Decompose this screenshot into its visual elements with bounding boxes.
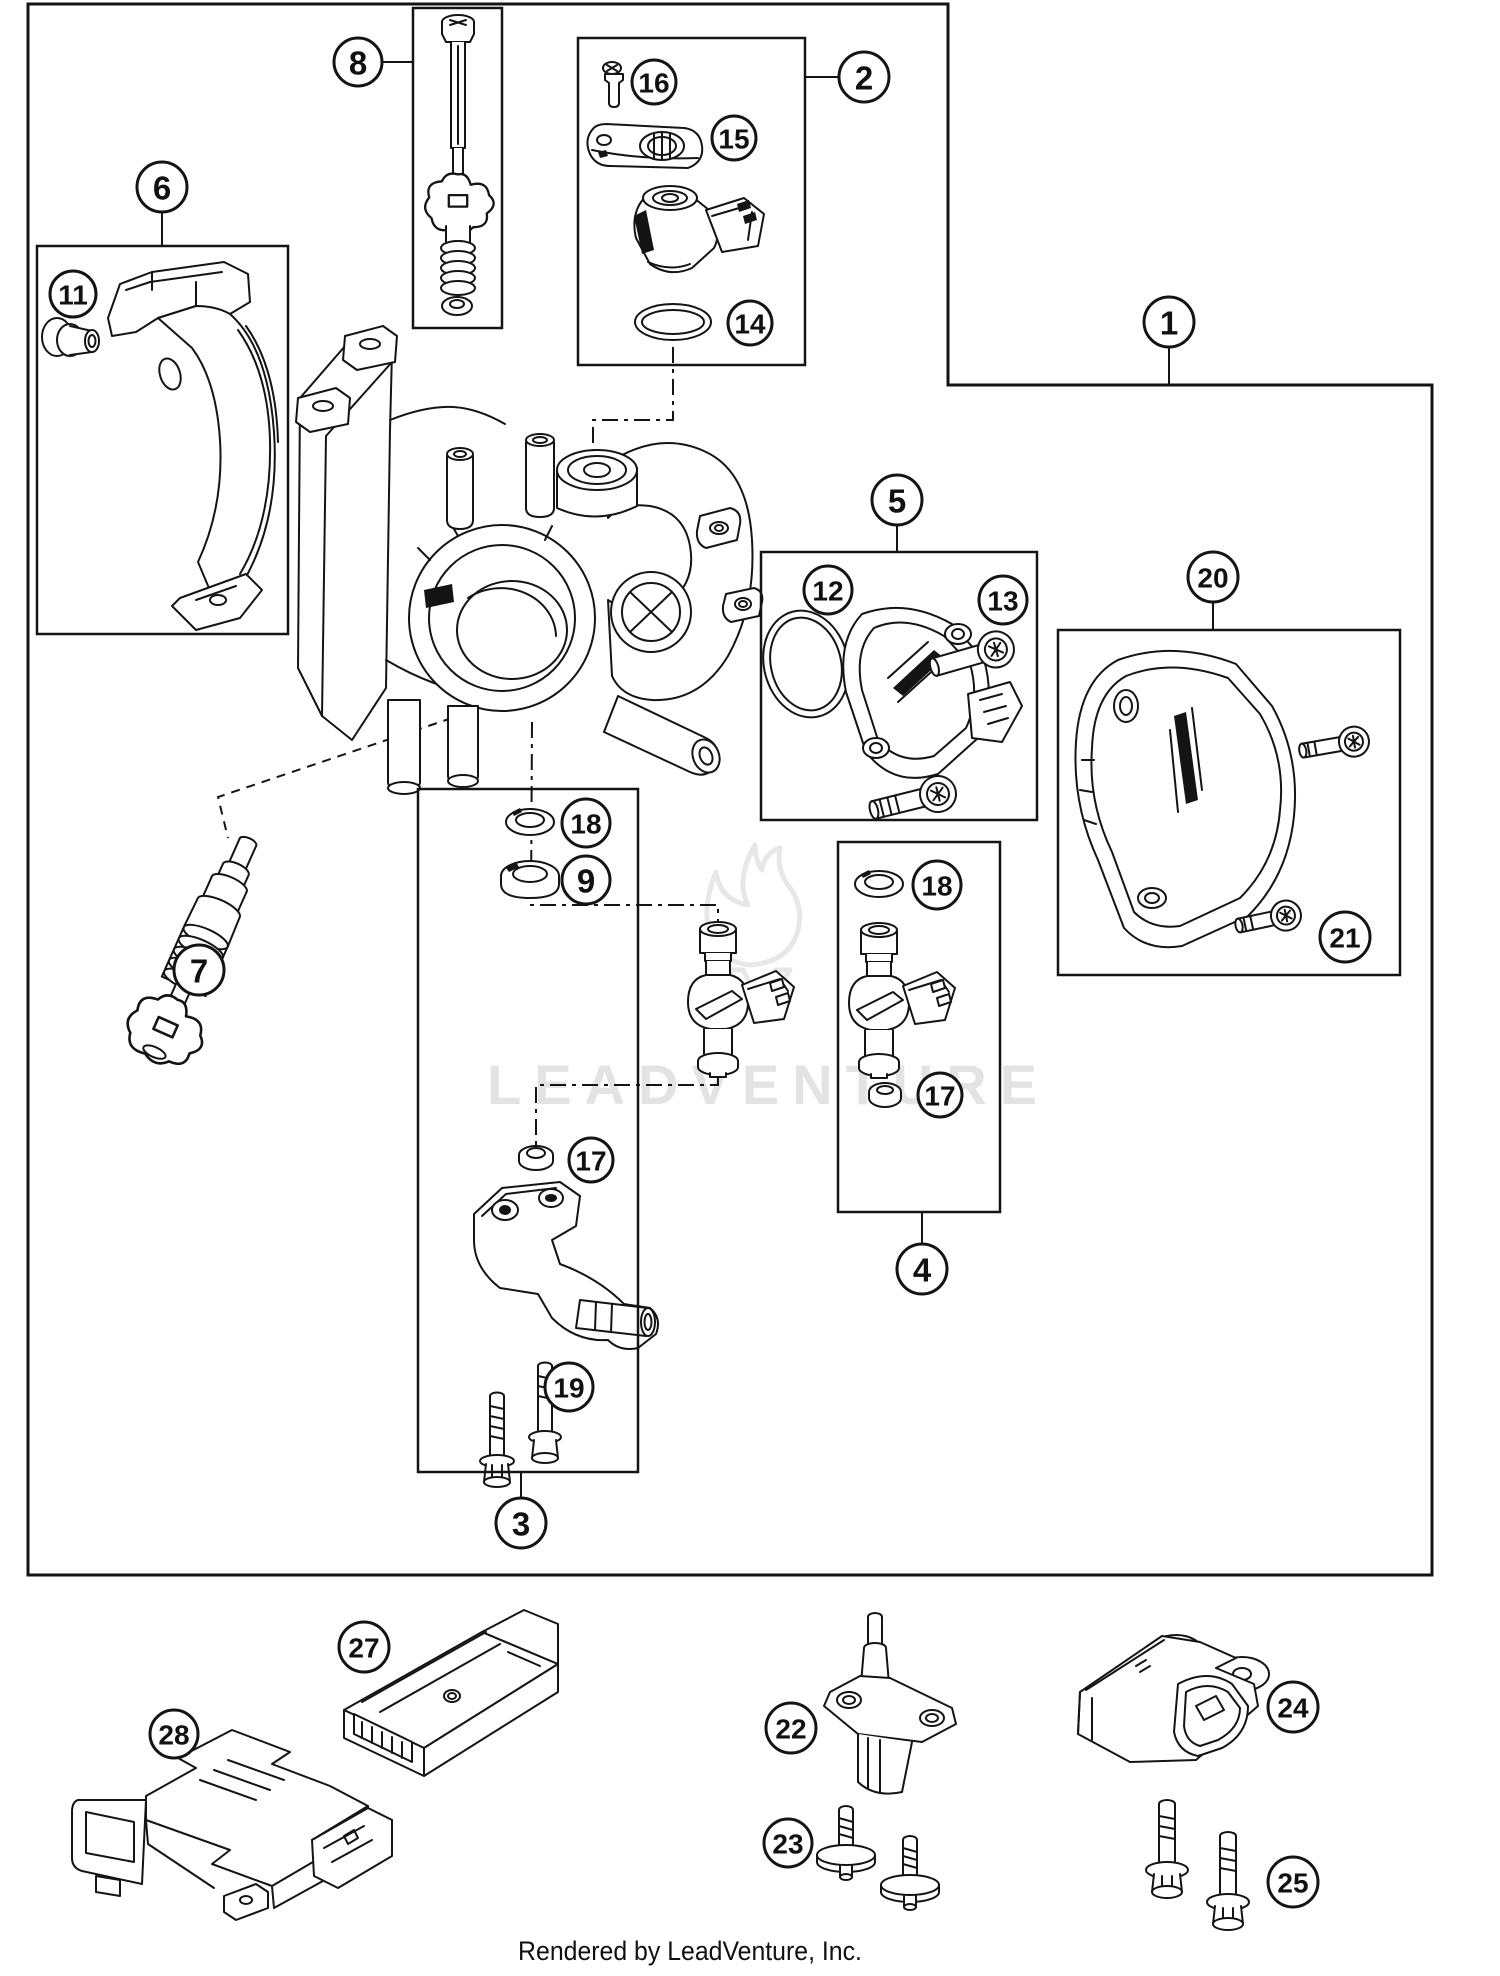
- callout-28[interactable]: 28: [148, 1708, 200, 1760]
- callout-3[interactable]: 3: [494, 1496, 548, 1550]
- throttle-lever-drawing: [586, 123, 704, 169]
- washer-9-drawing: [500, 860, 560, 899]
- assembly-axis-line: [592, 347, 674, 490]
- callout-18b[interactable]: 18: [911, 859, 963, 911]
- o-ring-14-drawing: [634, 303, 712, 341]
- svg-text:22: 22: [775, 1714, 806, 1745]
- callout-16[interactable]: 16: [630, 58, 678, 106]
- ecu-28-drawing: [71, 1729, 393, 1921]
- washer-18b-drawing: [854, 870, 904, 898]
- callout-17a[interactable]: 17: [567, 1136, 615, 1184]
- svg-text:2: 2: [855, 60, 873, 97]
- callout-19[interactable]: 19: [543, 1361, 595, 1413]
- svg-text:7: 7: [190, 953, 208, 990]
- main-view-border: [26, 2, 1434, 1577]
- svg-text:24: 24: [1277, 1693, 1309, 1724]
- group-box-3: [416, 787, 640, 1474]
- fuel-injector-4-drawing: [848, 922, 956, 1079]
- fuel-injector-drawing: [687, 921, 795, 1078]
- svg-text:18: 18: [570, 809, 601, 840]
- callout-17b[interactable]: 17: [916, 1071, 964, 1119]
- callout-20[interactable]: 20: [1186, 550, 1240, 604]
- callout-22[interactable]: 22: [764, 1701, 818, 1755]
- callout-23[interactable]: 23: [762, 1817, 814, 1869]
- washer-18a-drawing: [505, 808, 555, 836]
- callout-5[interactable]: 5: [870, 473, 924, 527]
- svg-text:17: 17: [575, 1146, 606, 1177]
- svg-text:14: 14: [734, 309, 766, 340]
- svg-text:28: 28: [158, 1720, 189, 1751]
- cover-screws-21-drawing: [1234, 725, 1370, 934]
- grommet-11-drawing: [41, 317, 100, 357]
- fuel-fitting-drawing: [473, 1181, 659, 1350]
- controller-module-27-drawing: [343, 1609, 559, 1777]
- callout-11[interactable]: 11: [48, 269, 98, 319]
- svg-text:20: 20: [1197, 563, 1228, 594]
- svg-text:18: 18: [921, 871, 952, 902]
- o-ring-12-drawing: [762, 609, 850, 719]
- idle-screw-assembly-drawing: [424, 14, 495, 316]
- group-box-4: [836, 840, 1002, 1214]
- callout-8[interactable]: 8: [332, 36, 384, 88]
- tps-screw-16-drawing: [602, 61, 624, 108]
- sensor-cover-20-drawing: [1074, 649, 1297, 949]
- svg-text:3: 3: [512, 1506, 530, 1543]
- callout-13[interactable]: 13: [977, 574, 1029, 626]
- callout-21[interactable]: 21: [1318, 910, 1372, 964]
- throttle-body-drawing: [295, 325, 764, 795]
- callout-25[interactable]: 25: [1266, 1855, 1320, 1909]
- map-sensor-24-drawing: [1077, 1634, 1270, 1763]
- group-box-2: [576, 36, 807, 367]
- svg-text:23: 23: [772, 1829, 803, 1860]
- sensor-screws-23-drawing: [816, 1805, 940, 1911]
- svg-text:6: 6: [153, 170, 171, 207]
- callout-12[interactable]: 12: [802, 564, 854, 616]
- group-box-8: [411, 6, 504, 330]
- group-box-20: [1056, 628, 1402, 977]
- svg-text:17: 17: [924, 1081, 955, 1112]
- callout-6[interactable]: 6: [135, 160, 189, 214]
- callout-18a[interactable]: 18: [560, 797, 612, 849]
- callout-1[interactable]: 1: [1142, 295, 1196, 349]
- group-box-5: [759, 550, 1039, 822]
- callout-4[interactable]: 4: [895, 1242, 949, 1296]
- callout-15[interactable]: 15: [710, 114, 758, 162]
- assembly-axis-line: [535, 1077, 719, 1148]
- footer-credit: Rendered by LeadVenture, Inc.: [518, 1936, 862, 1966]
- svg-text:27: 27: [348, 1633, 379, 1664]
- svg-text:13: 13: [987, 586, 1018, 617]
- sensor-bolts-25-drawing: [1145, 1799, 1250, 1931]
- tps-screws-13-drawing: [868, 630, 1015, 820]
- cable-guide-drawing: [107, 261, 279, 631]
- dashed-leader-line: [216, 717, 453, 839]
- svg-text:9: 9: [577, 863, 595, 900]
- svg-text:25: 25: [1277, 1868, 1308, 1899]
- svg-text:11: 11: [58, 280, 88, 311]
- callout-27[interactable]: 27: [337, 1620, 391, 1674]
- svg-text:21: 21: [1329, 923, 1360, 954]
- callout-2[interactable]: 2: [837, 50, 891, 104]
- group-box-6: [35, 244, 290, 636]
- tps-sensor-2-drawing: [633, 185, 765, 274]
- svg-text:19: 19: [553, 1373, 584, 1404]
- svg-text:1: 1: [1160, 305, 1178, 342]
- svg-text:8: 8: [349, 45, 367, 82]
- callout-14[interactable]: 14: [726, 299, 774, 347]
- washer-17a-drawing: [518, 1145, 554, 1171]
- svg-text:16: 16: [638, 68, 669, 99]
- svg-text:5: 5: [888, 483, 906, 520]
- speed-sensor-22-drawing: [823, 1612, 957, 1795]
- callout-7[interactable]: 7: [172, 943, 226, 997]
- svg-text:15: 15: [718, 124, 749, 155]
- svg-text:12: 12: [812, 576, 843, 607]
- callout-24[interactable]: 24: [1266, 1680, 1320, 1734]
- svg-text:4: 4: [913, 1252, 932, 1289]
- tps-sensor-5-drawing: [842, 606, 1023, 779]
- callout-9[interactable]: 9: [560, 854, 612, 906]
- washer-17b-drawing: [868, 1082, 902, 1108]
